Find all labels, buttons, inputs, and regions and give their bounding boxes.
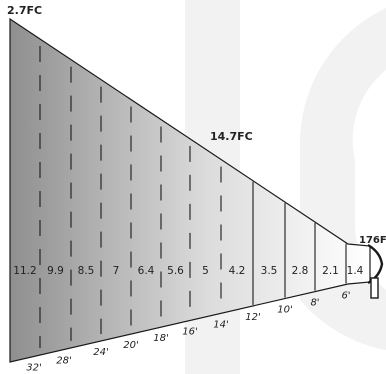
distance-dashed-separators xyxy=(39,45,222,349)
column-value: 11.2 xyxy=(13,265,36,277)
column-value: 6.4 xyxy=(138,265,155,277)
column-value: 1.4 xyxy=(347,265,364,277)
lamp-icon xyxy=(367,243,384,299)
column-value: 5.6 xyxy=(167,265,184,277)
distance-label: 8' xyxy=(310,298,319,309)
column-value: 2.8 xyxy=(292,265,309,277)
fc-label-source: 176FC xyxy=(359,235,386,246)
distance-label: 4' xyxy=(0,0,5,3)
column-value: 5 xyxy=(202,265,209,277)
distance-label: 10' xyxy=(277,305,292,316)
column-value: 8.5 xyxy=(78,265,95,277)
column-value: 9.9 xyxy=(47,265,64,277)
column-value: 2.1 xyxy=(322,265,339,277)
distance-labels: 32' 28' 24' 20' 18' 16' 14' 12' 10' 8' 6' 4' xyxy=(0,0,351,373)
column-value: 7 xyxy=(113,265,120,277)
distance-label: 20' xyxy=(123,340,138,351)
distance-label: 32' xyxy=(26,362,41,373)
column-value-labels: 11.2 9.9 8.5 7 6.4 5.6 5 4.2 3.5 2.8 2.1 1.4 xyxy=(13,265,363,277)
distance-label: 14' xyxy=(213,319,228,330)
column-value: 4.2 xyxy=(229,265,246,277)
column-value: 3.5 xyxy=(261,265,278,277)
distance-label: 18' xyxy=(153,333,168,344)
fc-label-mid: 14.7FC xyxy=(210,130,253,143)
distance-label: 12' xyxy=(245,312,260,323)
distance-label: 28' xyxy=(56,356,71,367)
distance-label: 16' xyxy=(182,326,197,337)
distance-label: 6' xyxy=(341,290,350,301)
fc-label-far: 2.7FC xyxy=(7,4,42,17)
lamp-base xyxy=(370,277,379,299)
distance-label: 24' xyxy=(93,347,108,358)
distance-separators xyxy=(252,181,347,305)
